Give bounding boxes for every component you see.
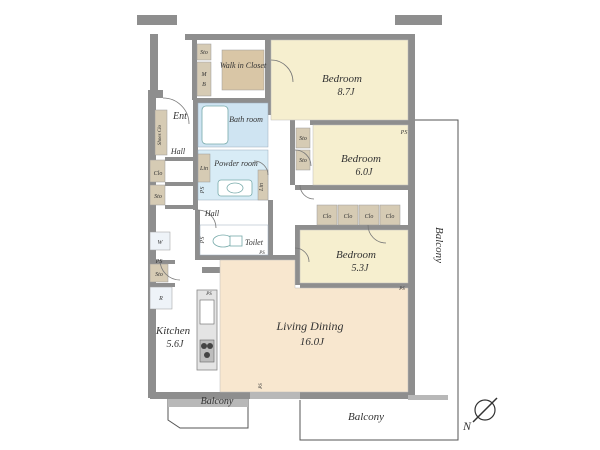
bathtub [201, 105, 229, 145]
balcony-bottom-left-outline [167, 399, 249, 429]
sto-label-hall: Sto [154, 194, 162, 200]
toilet-label: Toilet [245, 238, 264, 247]
mb-label-m: M [201, 72, 208, 78]
ps-label-bed3: PS [398, 287, 405, 292]
sto-label-bed2b: Sto [299, 158, 307, 164]
sto-label-top: Sto [200, 50, 208, 56]
bedroom-2-size: 6.0J [356, 167, 374, 178]
ps-label-kitchen: PS [155, 259, 163, 265]
balcony-right-label: Balcony [433, 227, 445, 263]
ps-label-powder: PS [200, 187, 206, 195]
bedroom-2-area [312, 124, 409, 186]
ps-label-counter: PS [205, 292, 212, 297]
living-dining-label: Living Dining [275, 319, 343, 333]
clo-label-1: Clo [323, 214, 332, 220]
w-label: W [158, 240, 164, 246]
hall-label-2: Hall [204, 209, 220, 218]
sto-label-kitchen: Sto [155, 272, 163, 278]
compass-letter: N [462, 419, 472, 433]
hall-label-1: Hall [170, 147, 186, 156]
bedroom-3-area [299, 229, 409, 284]
bath-label: Bath room [229, 115, 263, 124]
clo-label-4: Clo [386, 214, 395, 220]
living-dining-area [219, 259, 409, 393]
bedroom-1-label: Bedroom [322, 73, 362, 85]
walk-in-closet-label: Walk in Closet [220, 61, 267, 70]
clo-label-2: Clo [344, 214, 353, 220]
living-dining-size: 16.0J [300, 336, 325, 348]
ps-label-living: PS [259, 383, 264, 390]
compass-icon: N [462, 397, 498, 433]
balcony-bottom-left-label: Balcony [201, 396, 234, 407]
sto-label-bed2a: Sto [299, 136, 307, 142]
bedroom-3-size: 5.3J [352, 263, 370, 274]
kitchen-size: 5.6J [167, 339, 185, 350]
bedroom-2-label: Bedroom [341, 153, 381, 165]
ps-label-bed1: PS [400, 130, 408, 136]
shoes-clo-label: Shoes Clo [158, 124, 163, 145]
ps-label-toilet: PS [200, 237, 206, 245]
storage-blocks [149, 43, 401, 310]
clo-label-hall: Clo [154, 171, 163, 177]
bedroom-1-size: 8.7J [338, 87, 356, 98]
walk-in-closet-area [221, 49, 265, 91]
bedroom-1-area [270, 39, 409, 121]
powder-label: Powder room [213, 159, 258, 168]
ent-label: Ent [172, 111, 187, 122]
balcony-bottom-label: Balcony [348, 411, 384, 423]
r-label: R [158, 296, 163, 302]
clo-label-3: Clo [365, 214, 374, 220]
lin-label-2: Lin [259, 183, 265, 192]
mb-label-b: B [202, 82, 206, 88]
door-swings [159, 59, 387, 281]
lin-label-1: Lin [199, 166, 208, 172]
bedroom-3-label: Bedroom [336, 249, 376, 261]
kitchen-label: Kitchen [155, 325, 191, 337]
ps-label-toilet2: PS [258, 251, 265, 256]
